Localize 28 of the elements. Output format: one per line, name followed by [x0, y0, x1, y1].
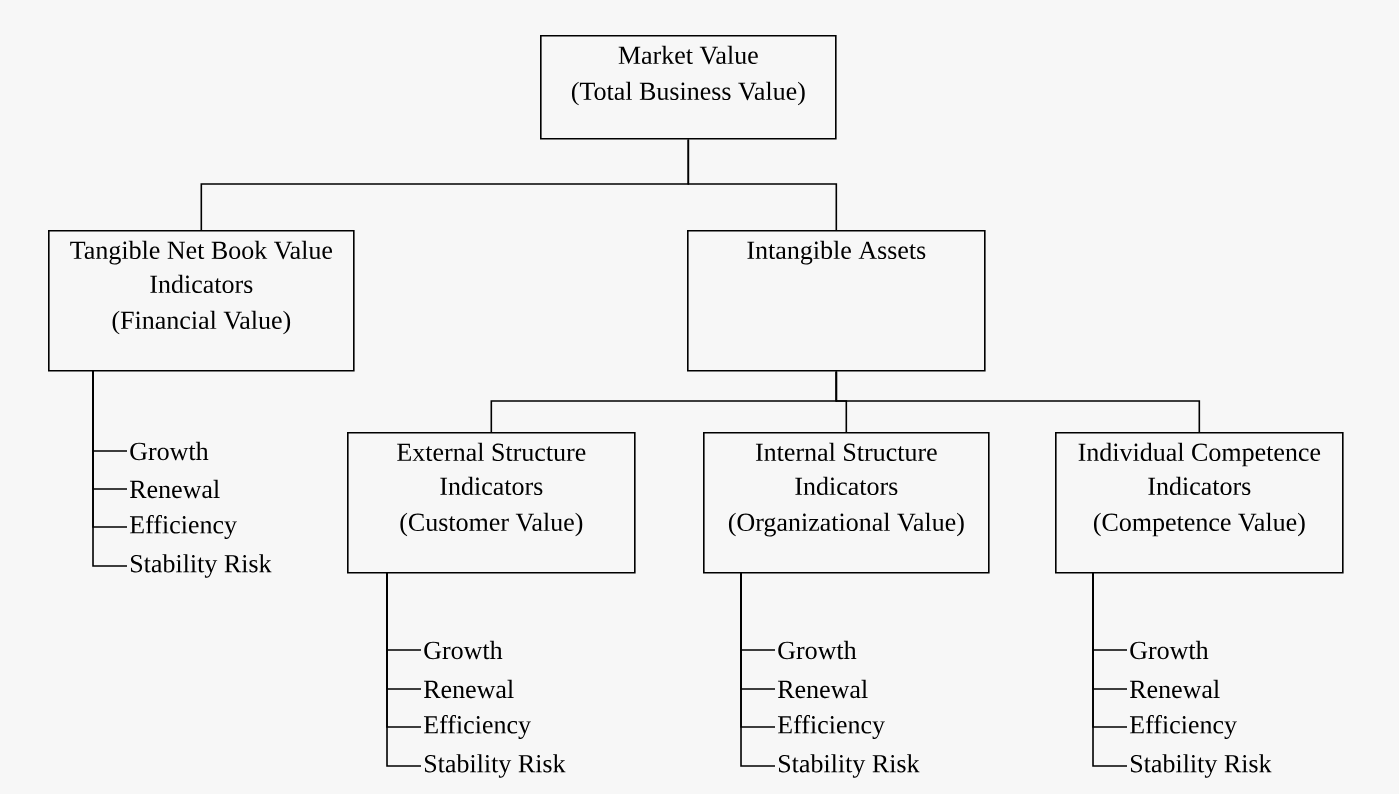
indicator-item: Stability Risk	[778, 754, 920, 778]
indicator-item: Renewal	[129, 479, 220, 499]
indicator-box: Individual Competence Indicators (Competence Value)	[1055, 432, 1344, 574]
connector-line	[687, 138, 838, 231]
indicator-item: Growth	[424, 640, 503, 660]
indicator-box: External Structure Indicators (Customer Value)	[347, 432, 636, 574]
indicator-item: Growth	[130, 441, 209, 461]
indicator-item: Efficiency	[777, 715, 885, 739]
bracket-line	[386, 571, 422, 767]
indicator-item: Efficiency	[129, 515, 237, 539]
indicator-item: Growth	[1130, 640, 1209, 660]
indicator-box: Internal Structure Indicators (Organizational Value)	[703, 432, 990, 574]
indicator-item: Renewal	[777, 679, 868, 699]
indicator-item: Stability Risk	[1130, 754, 1272, 778]
indicator-item: Renewal	[423, 679, 514, 699]
bracket-line	[740, 571, 776, 767]
bracket-line	[92, 369, 128, 567]
connector-line	[835, 370, 1201, 433]
indicator-item: Efficiency	[423, 715, 531, 739]
indicator-item: Stability Risk	[130, 554, 272, 578]
bracket-line	[1092, 571, 1128, 767]
indicator-box: Tangible Net Book Value Indicators (Financial Value)	[48, 230, 355, 372]
indicator-item: Growth	[778, 640, 857, 660]
indicator-box: Market Value (Total Business Value)	[540, 35, 837, 140]
indicator-box: Intangible Assets	[687, 230, 986, 372]
indicator-item: Renewal	[1129, 679, 1220, 699]
indicator-item: Efficiency	[1129, 715, 1237, 739]
indicator-item: Stability Risk	[424, 754, 566, 778]
